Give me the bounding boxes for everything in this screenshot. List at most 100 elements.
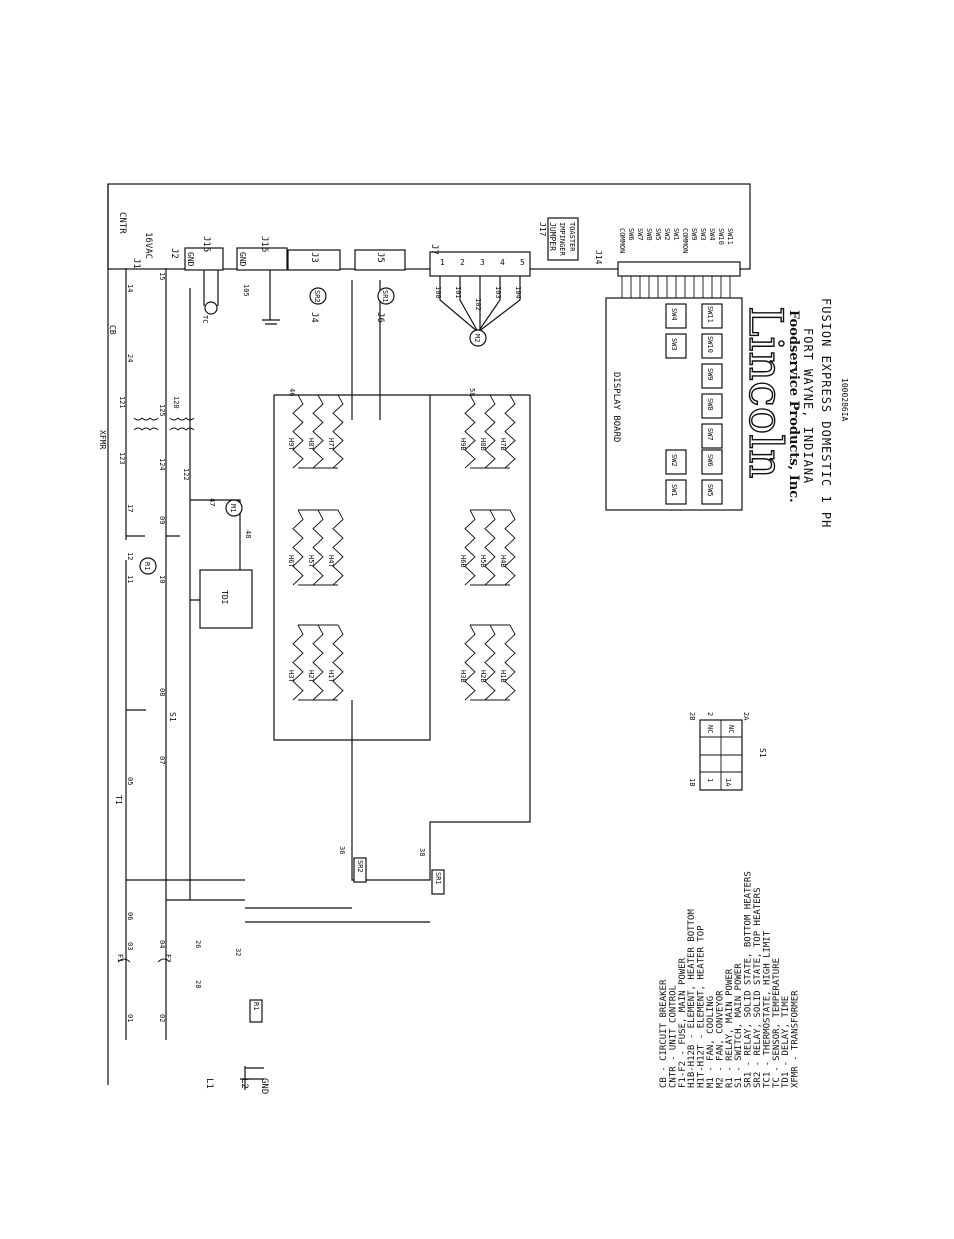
legend-entry: SR1 - RELAY, SOLID STATE, BOTTOM HEATERS (744, 871, 754, 1088)
heater-label: H7T (327, 438, 335, 451)
sr1-relay (377, 287, 395, 305)
wire-number: 48 (244, 530, 252, 538)
sw2-label: SW2 (670, 454, 678, 467)
heater-label: H3B (459, 670, 467, 683)
tdi-label: TDI (220, 590, 229, 605)
sw7-button[interactable] (701, 423, 723, 449)
j4-label: J4 (309, 312, 319, 323)
xfmr-label: XFMR (98, 430, 107, 449)
heater-bus (470, 394, 510, 469)
s1-left-0: 1B (688, 778, 696, 786)
heater-label: H6T (287, 555, 295, 568)
toaster-label: TOASTER (568, 222, 576, 252)
s1-switch-table: NC NC 1B 1 1A 2B 2 2A S1 (688, 712, 767, 791)
legend-entry: F1-F2 - FUSE, MAIN POWER (678, 957, 688, 1088)
wire-number: 124 (158, 458, 166, 471)
wire-number: 100 (434, 286, 442, 299)
j14-pin: COMMON (681, 228, 689, 253)
j14-pin: SW3 (699, 228, 707, 241)
legend-entry: XFMR - TRANSFORMER (791, 990, 801, 1088)
j16-connector (236, 247, 288, 271)
j7-label: J7 (429, 244, 439, 255)
heater-label: H5T (307, 555, 315, 568)
lincoln-logo: Lincoln Foodservice Products, Inc. (738, 305, 801, 503)
heater-element (312, 624, 324, 701)
heater-bus (298, 624, 338, 701)
jumper-label: JUMPER (548, 222, 557, 251)
legend-entry: M2 - FAN, CONVEYOR (715, 990, 725, 1088)
r1-label: R1 (143, 562, 151, 570)
sw2-button[interactable] (665, 449, 687, 475)
sw7-label: SW7 (706, 428, 714, 441)
s1-table-caption: S1 (758, 748, 767, 758)
legend-entry: CB - CIRCUIT BREAKER (659, 979, 669, 1088)
transformer-primary (133, 417, 159, 431)
sw10-button[interactable] (701, 333, 723, 359)
heater-element (332, 509, 344, 586)
sw4-button[interactable] (665, 303, 687, 329)
transformer-secondary (169, 417, 195, 431)
s1-nc-1: NC (706, 725, 714, 733)
fuses (117, 958, 171, 963)
r1-contact-label: R1 (252, 1002, 260, 1010)
j7-pin-4: 4 (500, 258, 505, 267)
sr2-contact-label: SR2 (356, 860, 364, 873)
j14-pin: SW4 (708, 228, 716, 241)
j5-j6-connector (354, 249, 406, 271)
heater-label: H6B (459, 555, 467, 568)
ribbon-cable (621, 276, 731, 298)
sw11-button[interactable] (701, 303, 723, 329)
heater-label: H2T (307, 670, 315, 683)
wire-number: 123 (118, 452, 126, 465)
wire-number: 101 (454, 286, 462, 299)
heater-label: H4B (499, 555, 507, 568)
wire-number: 03 (126, 942, 134, 950)
sw3-label: SW3 (670, 338, 678, 351)
logo-subtitle: Foodservice Products, Inc. (786, 310, 801, 503)
components: XFMR CB R1 TDI M1 M2 SR2 SR1 TC SR2 SR1 … (98, 287, 487, 1023)
j14-pin-labels: COMMON SW6 SW7 SW8 SW5 SW2 SW1 COMMON SW… (618, 228, 734, 253)
tdi-module (199, 569, 253, 629)
logo-wordmark: Lincoln (739, 306, 793, 479)
sr2-relay (309, 287, 327, 305)
legend-entry: TC1 - THERMOSTATE, HIGH LIMIT (762, 930, 772, 1088)
wire-number: 120 (172, 396, 180, 409)
sw3-button[interactable] (665, 333, 687, 359)
sw1-button[interactable] (665, 479, 687, 505)
wire-number: 08 (158, 688, 166, 696)
j1-label: J1 (131, 258, 141, 269)
s1-right-1: 2 (706, 712, 714, 716)
wire-number: 15 (158, 272, 166, 280)
heater-element (332, 624, 344, 701)
sw8-button[interactable] (701, 393, 723, 419)
wire-number: 125 (158, 404, 166, 417)
legend-entry: R1 - RELAY, MAIN POWER (725, 968, 735, 1088)
sw8-label: SW8 (706, 398, 714, 411)
s1-left-1: 1 (706, 778, 714, 782)
m2-fan (469, 329, 487, 347)
j17-label: J17 (538, 222, 547, 237)
sw6-button[interactable] (701, 449, 723, 475)
j15-label: J15 (201, 236, 211, 252)
wire-number: 24 (126, 354, 134, 362)
wire-number: 01 (126, 1014, 134, 1022)
sw10-label: SW10 (706, 336, 714, 353)
j14-label: J14 (594, 250, 603, 265)
j3-label: J3 (309, 252, 319, 263)
wire-number: 06 (126, 912, 134, 920)
m1-fan (225, 499, 243, 517)
sw5-button[interactable] (701, 479, 723, 505)
sw9-button[interactable] (701, 363, 723, 389)
legend-entry: M1 - FAN, COOLING (706, 996, 716, 1088)
heater-element (484, 509, 496, 586)
wire-number: 26 (194, 940, 202, 948)
sw1-label: SW1 (670, 484, 678, 497)
heater-label: H7B (499, 438, 507, 451)
heater-bus (470, 624, 510, 701)
wire-number: 122 (182, 468, 190, 481)
heater-label: H1B (499, 670, 507, 683)
wire-number: 04 (158, 940, 166, 948)
